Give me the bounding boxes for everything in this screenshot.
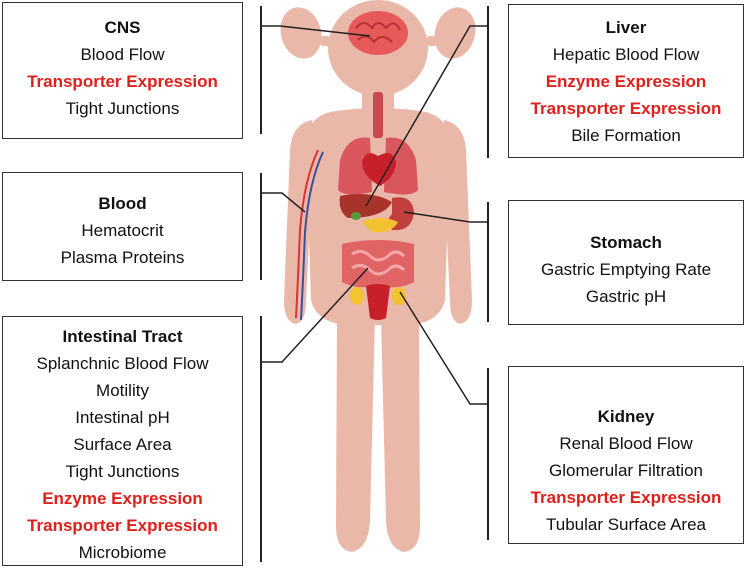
vein-line xyxy=(300,151,324,321)
factor-line: Tight Junctions xyxy=(65,462,180,481)
stomach-leader xyxy=(403,211,488,223)
artery-line xyxy=(295,149,319,319)
factor-line: Tight Junctions xyxy=(65,99,180,118)
right-lung xyxy=(384,137,418,195)
left-kidney-icon xyxy=(350,287,364,305)
factor-line: Gastric Emptying Rate xyxy=(540,260,712,279)
right-kidney-icon xyxy=(392,287,406,305)
left-leg xyxy=(336,318,375,552)
factor-line: Blood Flow xyxy=(80,45,165,64)
factor-line: Splanchnic Blood Flow xyxy=(36,354,209,373)
right-hair-tie xyxy=(427,36,437,46)
box-title: Kidney xyxy=(597,407,655,426)
box-title: Stomach xyxy=(590,233,662,252)
factor-line: Microbiome xyxy=(78,543,167,562)
liver-leader xyxy=(365,25,488,207)
factor-line: Hepatic Blood Flow xyxy=(552,45,700,64)
bladder-icon xyxy=(366,284,390,320)
left-hair-tie xyxy=(320,36,330,46)
intestinal-leader xyxy=(261,267,369,363)
factor-line: Renal Blood Flow xyxy=(559,434,693,453)
pancreas-icon xyxy=(362,218,398,233)
blood-leader xyxy=(261,192,306,213)
factor-line: Bile Formation xyxy=(571,126,681,145)
highlighted-factor: Enzyme Expression xyxy=(545,72,707,91)
box-title: Liver xyxy=(605,18,647,37)
box-title: Intestinal Tract xyxy=(62,327,183,346)
right-arm xyxy=(443,120,472,324)
highlighted-factor: Enzyme Expression xyxy=(42,489,203,508)
factor-line: Gastric pH xyxy=(585,287,667,306)
cns-leader xyxy=(261,25,371,37)
highlighted-factor: Transporter Expression xyxy=(27,72,218,91)
kidney-leader xyxy=(399,291,488,405)
trachea xyxy=(373,92,383,138)
right-leg xyxy=(381,318,420,552)
box-title: CNS xyxy=(104,18,141,37)
left-lung xyxy=(338,137,372,195)
brain-icon xyxy=(348,11,408,55)
factor-line: Glomerular Filtration xyxy=(549,461,703,480)
factor-line: Intestinal pH xyxy=(75,408,170,427)
factor-line: Plasma Proteins xyxy=(60,248,185,267)
factor-line: Surface Area xyxy=(73,435,172,454)
left-pigtail xyxy=(280,7,322,59)
gallbladder-icon xyxy=(351,212,361,220)
liver-icon xyxy=(339,194,392,218)
factor-line: Hematocrit xyxy=(81,221,164,240)
highlighted-factor: Transporter Expression xyxy=(530,488,722,507)
highlighted-factor: Transporter Expression xyxy=(27,516,218,535)
highlighted-factor: Transporter Expression xyxy=(530,99,722,118)
factor-line: Motility xyxy=(96,381,149,400)
left-arm xyxy=(284,120,313,324)
intestines-icon xyxy=(342,240,414,288)
right-pigtail xyxy=(434,7,476,59)
heart-icon xyxy=(362,153,396,186)
factor-line: Tubular Surface Area xyxy=(545,515,706,534)
box-title: Blood xyxy=(98,194,147,213)
